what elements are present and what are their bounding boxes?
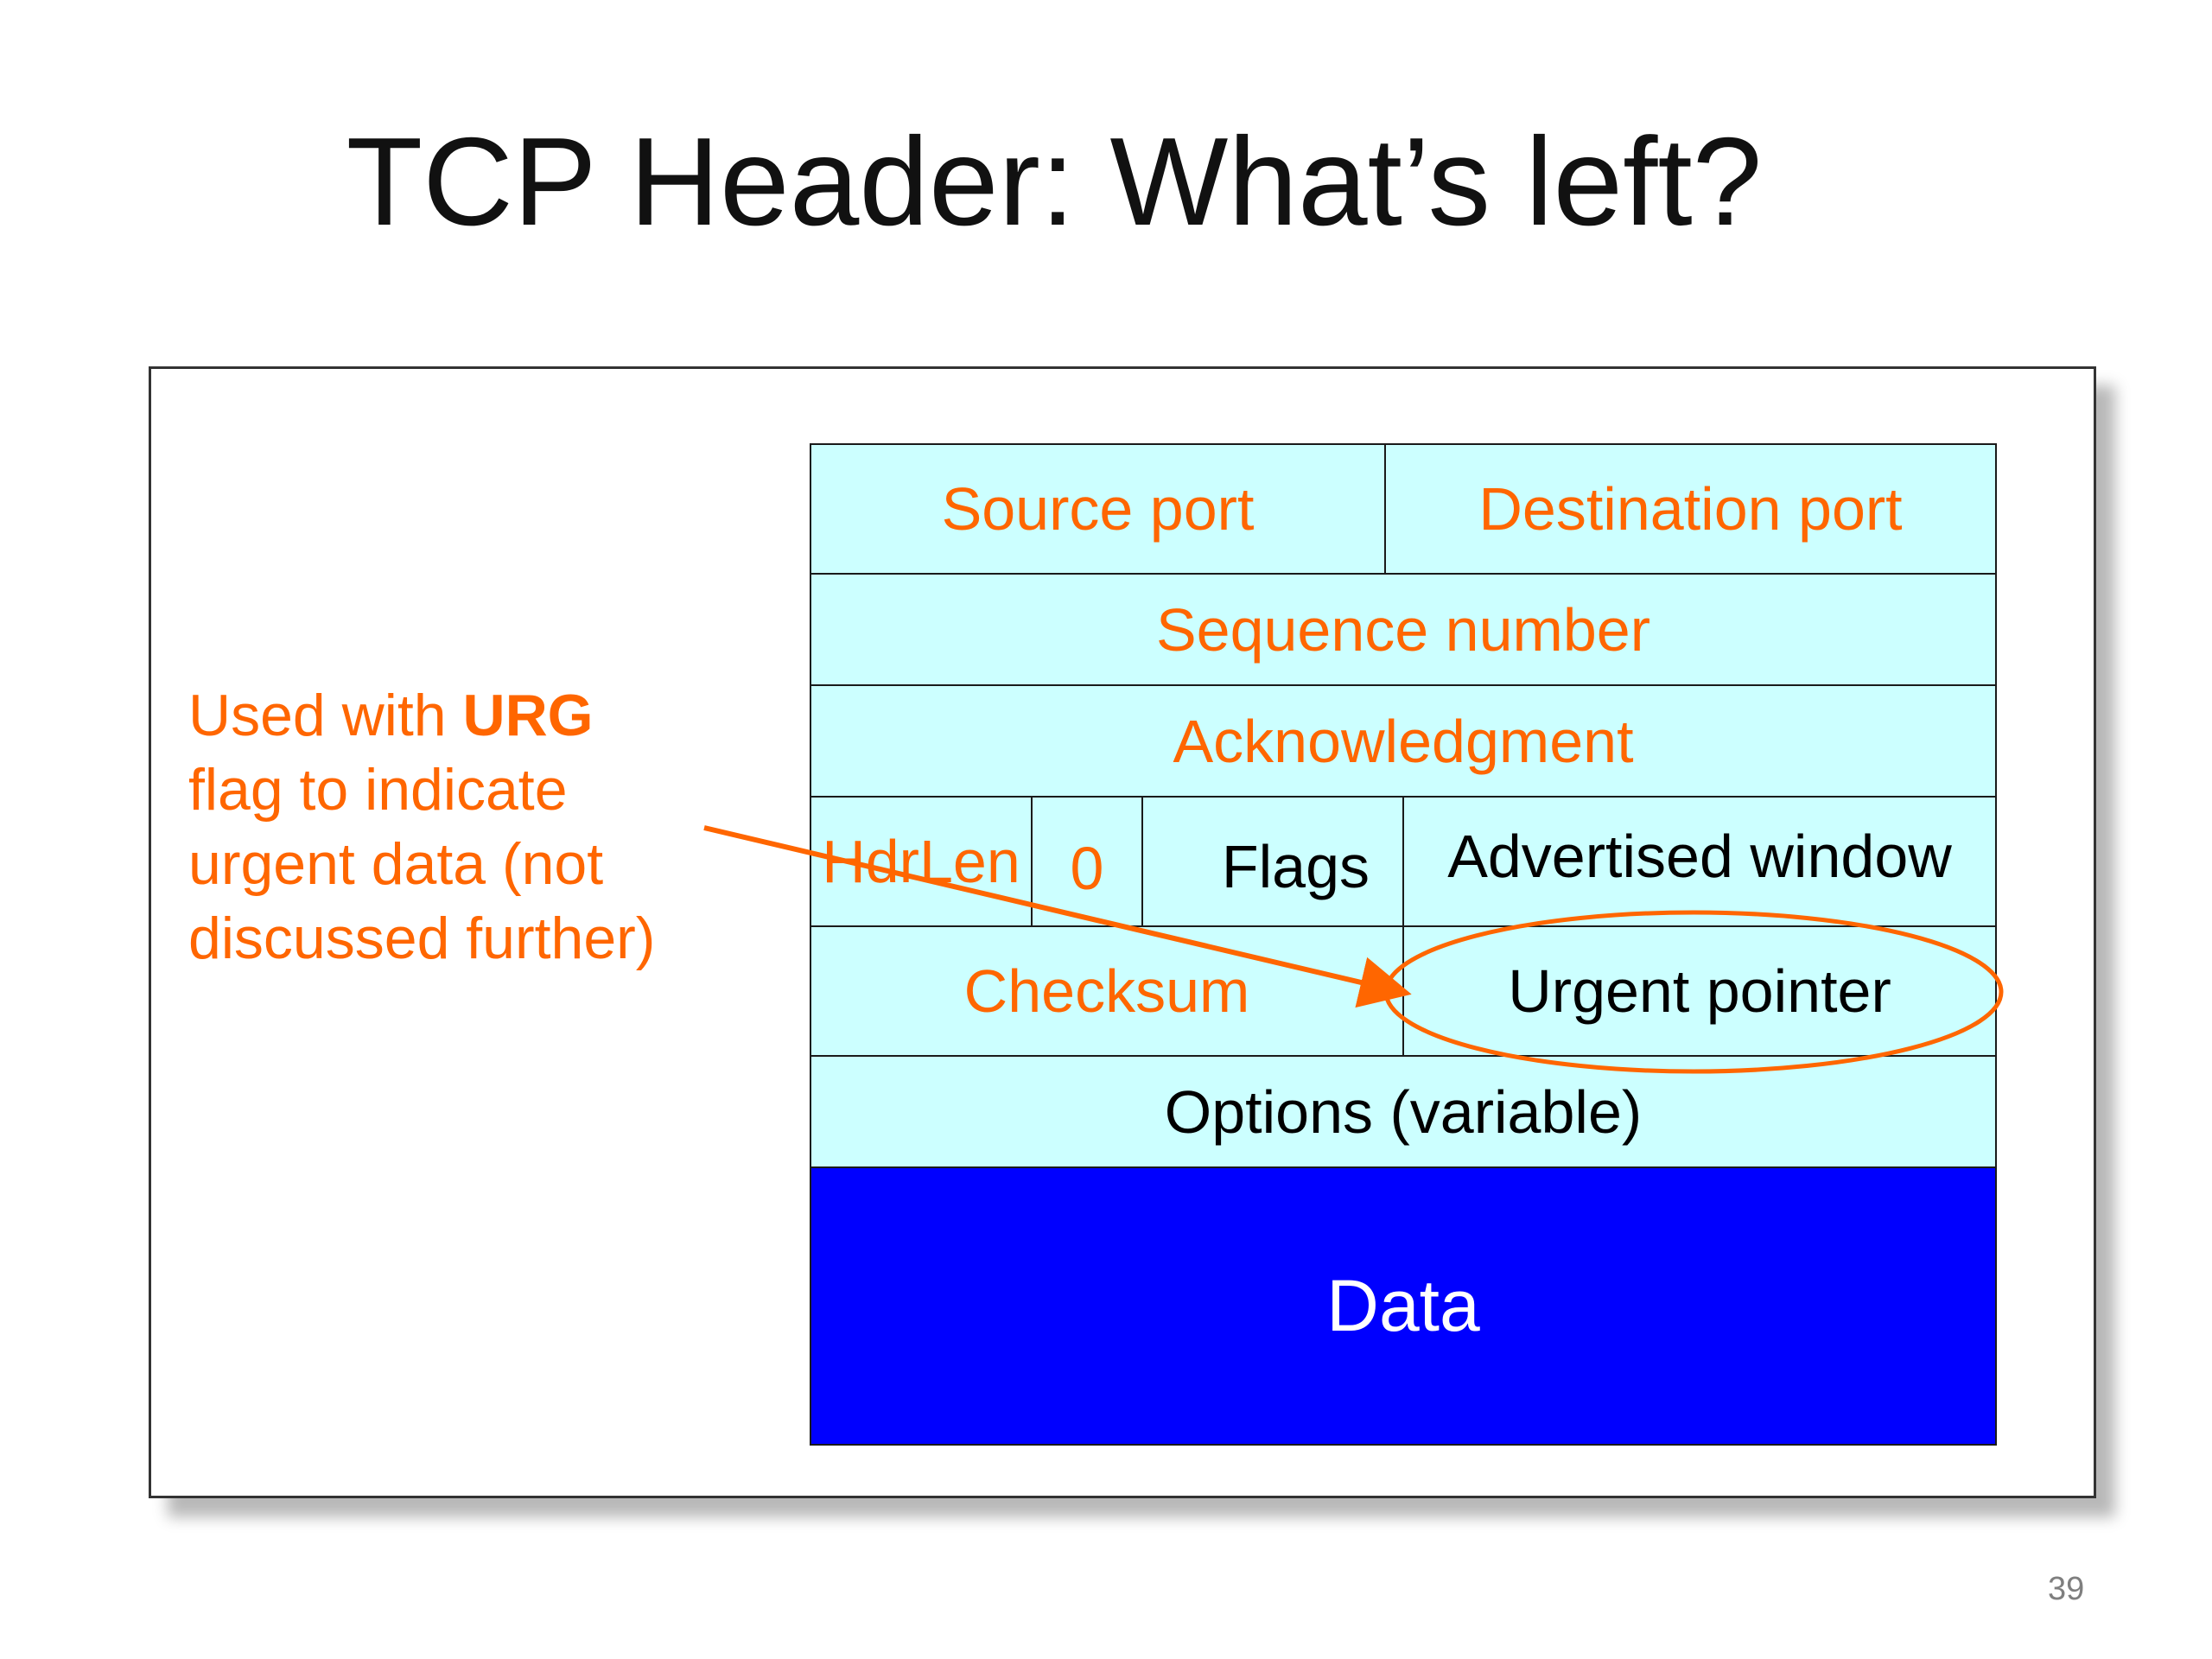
urg-annotation: Used with URG flag to indicate urgent da…: [188, 678, 655, 976]
acknowledgment-field: Acknowledgment: [810, 684, 1997, 798]
destination-port-field: Destination port: [1384, 443, 1997, 575]
slide-title: TCP Header: What’s left?: [346, 111, 1763, 251]
options-field: Options (variable): [810, 1055, 1997, 1168]
annotation-line-3: urgent data (not: [188, 831, 604, 897]
hdrlen-field: HdrLen: [810, 796, 1033, 927]
source-port-field: Source port: [810, 443, 1386, 575]
annotation-prefix: Used with: [188, 683, 463, 748]
data-field: Data: [810, 1166, 1997, 1446]
advertised-window-field: Advertised window: [1402, 796, 1997, 927]
annotation-line-4: discussed further): [188, 906, 656, 971]
reserved-zero-field: 0: [1031, 796, 1143, 927]
annotation-urg-bold: URG: [462, 683, 594, 748]
sequence-number-field: Sequence number: [810, 573, 1997, 686]
annotation-line-2: flag to indicate: [188, 757, 568, 823]
checksum-field: Checksum: [810, 925, 1404, 1057]
page-number: 39: [2048, 1571, 2085, 1607]
urgent-pointer-field: Urgent pointer: [1402, 925, 1997, 1057]
annotation-line-1: Used with URG: [188, 678, 655, 753]
flags-field: Flags: [1141, 796, 1404, 927]
